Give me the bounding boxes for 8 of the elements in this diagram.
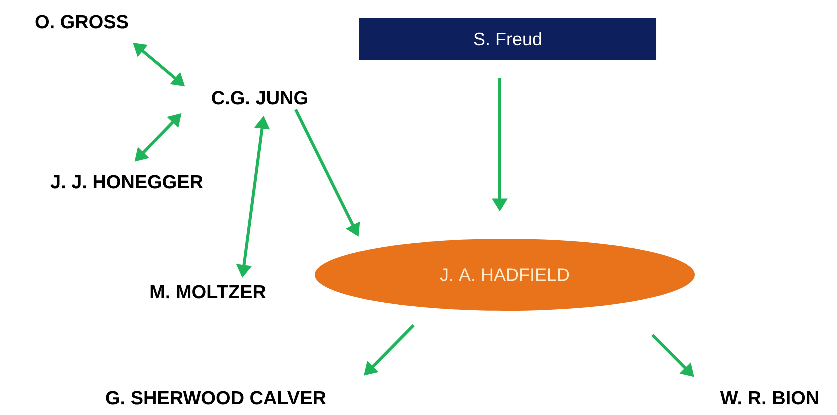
name-label: O. GROSS <box>36 15 128 29</box>
name-label: G. SHERWOOD CALVER <box>106 391 326 405</box>
name-label: C.G. JUNG <box>212 91 308 105</box>
oval-node: J. A. HADFIELD <box>315 239 695 311</box>
name-label: J. J. HONEGGER <box>50 175 204 189</box>
name-label: M. MOLTZER <box>150 285 266 299</box>
name-label: W. R. BION <box>720 391 818 405</box>
title-box: S. Freud <box>360 18 656 60</box>
